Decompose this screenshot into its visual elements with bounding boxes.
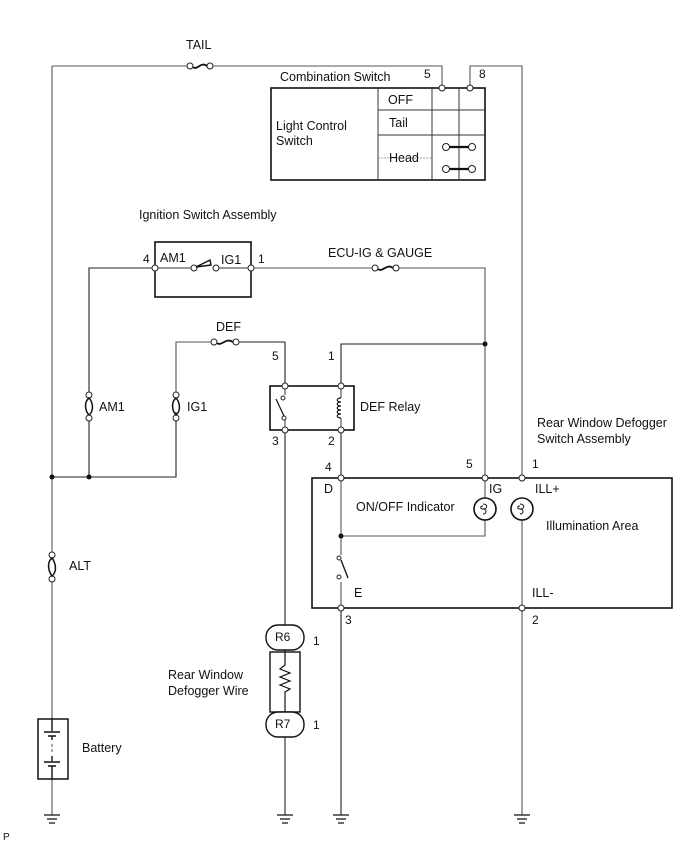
fuse-def-icon bbox=[210, 338, 240, 346]
ground-defogger-wire-icon bbox=[277, 814, 293, 824]
fuse-ig1-icon bbox=[171, 391, 181, 422]
wire-am1-up bbox=[88, 267, 155, 392]
defogger-switch-box bbox=[311, 474, 673, 612]
footer-mark: P bbox=[3, 832, 10, 843]
ignition-terminal-ig1: IG1 bbox=[221, 253, 242, 267]
relay-coil-icon bbox=[336, 397, 342, 419]
light-control-switch-label-1: Light Control bbox=[276, 119, 347, 133]
ignition-pin-4: 4 bbox=[143, 252, 150, 266]
battery-icon bbox=[37, 718, 69, 780]
combination-switch-title: Combination Switch bbox=[280, 70, 391, 84]
terminal-ig: IG bbox=[489, 482, 503, 496]
terminal-d: D bbox=[324, 482, 334, 496]
position-off: OFF bbox=[388, 93, 413, 107]
def-relay-box bbox=[269, 382, 355, 434]
junction-dot bbox=[86, 474, 92, 480]
wire-ig1-up bbox=[175, 341, 211, 392]
connector-r6-label: R6 bbox=[275, 630, 291, 644]
combination-switch-box bbox=[270, 84, 486, 181]
switch-pin-2: 2 bbox=[532, 613, 539, 627]
fuse-ig1-label: IG1 bbox=[187, 400, 208, 414]
fuse-def-label: DEF bbox=[216, 320, 241, 334]
on-off-indicator-label: ON/OFF Indicator bbox=[356, 500, 455, 514]
fuse-ecu-ig-gauge-icon bbox=[371, 264, 400, 272]
relay-pin-5: 5 bbox=[272, 349, 279, 363]
switch-pin-4: 4 bbox=[325, 460, 332, 474]
defogger-switch-title-2: Switch Assembly bbox=[537, 432, 631, 446]
relay-pin-3: 3 bbox=[272, 434, 279, 448]
defogger-switch-title-1: Rear Window Defogger bbox=[537, 416, 667, 430]
resistor-icon bbox=[278, 650, 292, 712]
connector-r7-pin: 1 bbox=[313, 718, 320, 732]
fuse-alt-icon bbox=[47, 551, 57, 583]
ground-battery-icon bbox=[44, 814, 60, 824]
ground-switch-e-icon bbox=[333, 814, 349, 824]
illumination-area-label: Illumination Area bbox=[546, 519, 639, 533]
terminal-ill-minus: ILL- bbox=[532, 586, 554, 600]
ignition-switch-title: Ignition Switch Assembly bbox=[139, 208, 277, 222]
fuse-alt-label: ALT bbox=[69, 559, 91, 573]
wire-relay-coil-top bbox=[340, 343, 485, 386]
defogger-switch-contact-icon bbox=[336, 555, 349, 580]
connector-r7-label: R7 bbox=[275, 717, 291, 731]
battery-label: Battery bbox=[82, 741, 122, 755]
position-head: Head bbox=[389, 151, 419, 165]
combination-pin-8: 8 bbox=[479, 67, 486, 81]
ignition-pin-1: 1 bbox=[258, 252, 265, 266]
junction-dot bbox=[49, 474, 55, 480]
junction-dot bbox=[482, 341, 488, 347]
light-control-switch-label-2: Switch bbox=[276, 134, 313, 148]
switch-pin-5: 5 bbox=[466, 457, 473, 471]
wire-pin8-to-ill bbox=[469, 65, 523, 478]
relay-pin-1: 1 bbox=[328, 349, 335, 363]
switch-pin-3: 3 bbox=[345, 613, 352, 627]
ground-switch-ill-icon bbox=[514, 814, 530, 824]
terminal-ill-plus: ILL+ bbox=[535, 482, 560, 496]
indicator-lamp-icon bbox=[473, 497, 497, 521]
position-tail: Tail bbox=[389, 116, 408, 130]
fuse-tail-label: TAIL bbox=[186, 38, 212, 52]
switch-pin-1: 1 bbox=[532, 457, 539, 471]
ignition-terminal-am1: AM1 bbox=[160, 251, 186, 265]
fuse-ecu-ig-gauge-label: ECU-IG & GAUGE bbox=[328, 246, 433, 260]
illumination-lamp-icon bbox=[510, 497, 534, 521]
wire-fuse-junction bbox=[52, 412, 177, 478]
fuse-tail-icon bbox=[186, 62, 214, 70]
defogger-wire-label-2: Defogger Wire bbox=[168, 684, 249, 698]
defogger-wire-element bbox=[265, 624, 305, 750]
fuse-am1-label: AM1 bbox=[99, 400, 125, 414]
defogger-wire-label-1: Rear Window bbox=[168, 668, 244, 682]
wire-def-fuse-to-relay bbox=[238, 341, 286, 386]
fuse-am1-icon bbox=[84, 391, 94, 422]
ignition-switch-box bbox=[151, 241, 255, 298]
wire-ig1-ecu bbox=[251, 267, 486, 478]
relay-pin-2: 2 bbox=[328, 434, 335, 448]
wire-tail-top bbox=[52, 65, 443, 88]
def-relay-label: DEF Relay bbox=[360, 400, 421, 414]
connector-r6-pin: 1 bbox=[313, 634, 320, 648]
head-contact-2-icon bbox=[442, 165, 476, 173]
head-contact-1-icon bbox=[442, 143, 476, 151]
terminal-e: E bbox=[354, 586, 363, 600]
combination-pin-5: 5 bbox=[424, 67, 431, 81]
